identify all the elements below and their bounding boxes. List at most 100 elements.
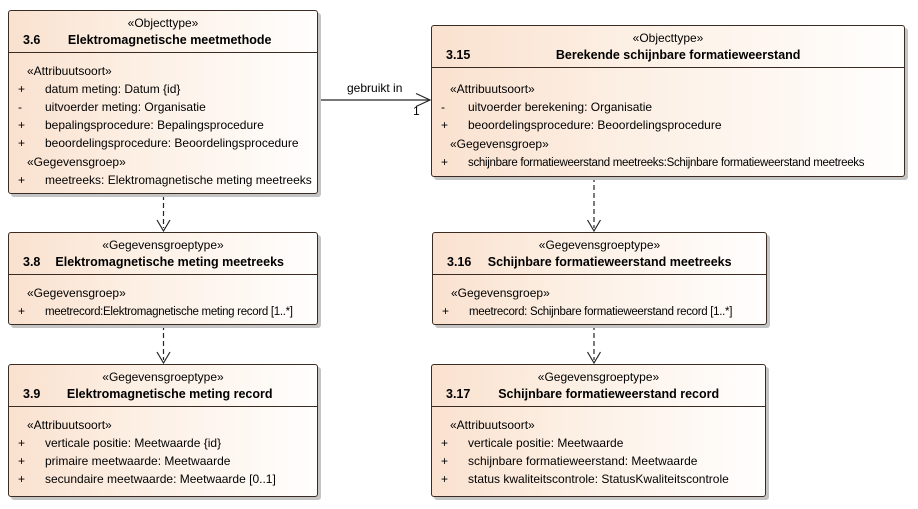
visibility-symbol: +: [442, 304, 450, 318]
box-title: Elektromagnetische meetmethode: [67, 33, 272, 47]
stereotype-label: «Gegevensgroeptype»: [102, 370, 224, 384]
visibility-symbol: +: [441, 436, 449, 450]
attribute-row: + schijnbare formatieweerstand: Meetwaar…: [438, 454, 761, 468]
box-header: «Gegevensgroeptype» 3.17 Schijnbare form…: [432, 365, 765, 407]
box-body: «Attribuutsoort» + verticale positie: Me…: [9, 407, 317, 494]
visibility-symbol: +: [18, 436, 26, 450]
box-body: «Attribuutsoort» + datum meting: Datum {…: [9, 53, 317, 195]
attribute-text: meetrecord:Elektromagnetische meting rec…: [45, 306, 293, 318]
box-header: «Objecttype» 3.15 Berekende schijnbare f…: [432, 26, 904, 68]
section-heading: «Gegevensgroep»: [451, 286, 550, 300]
attribute-text: secundaire meetwaarde: Meetwaarde [0..1]: [45, 472, 276, 486]
attribute-text: beoordelingsprocedure: Beoordelingsproce…: [45, 136, 299, 150]
attribute-row: + beoordelingsprocedure: Beoordelingspro…: [15, 136, 313, 150]
attribute-text: primaire meetwaarde: Meetwaarde: [45, 454, 231, 468]
box-title: Schijnbare formatieweerstand record: [498, 387, 720, 401]
attribute-row: + beoordelingsprocedure: Beoordelingspro…: [438, 118, 900, 132]
attribute-row: + meetrecord: Schijnbare formatieweersta…: [439, 304, 762, 319]
section-heading: «Gegevensgroep»: [27, 155, 126, 169]
attribute-row: + primaire meetwaarde: Meetwaarde: [15, 454, 313, 468]
visibility-symbol: +: [18, 454, 26, 468]
visibility-symbol: +: [18, 136, 26, 150]
visibility-symbol: +: [18, 173, 26, 187]
attribute-text: beoordelingsprocedure: Beoordelingsproce…: [468, 118, 722, 132]
visibility-symbol: -: [441, 100, 445, 114]
attribute-text: schijnbare formatieweerstand: Meetwaarde: [468, 454, 698, 468]
dependency-3-16-to-3-17[interactable]: [586, 325, 602, 365]
box-number: 3.15: [446, 48, 471, 62]
attribute-row: + schijnbare formatieweerstand meetreeks…: [438, 155, 900, 170]
dependency-3-15-to-3-16[interactable]: [586, 177, 602, 233]
dependency-3-6-to-3-8[interactable]: [156, 195, 171, 233]
visibility-symbol: -: [18, 100, 22, 114]
attribute-row: + datum meting: Datum {id}: [15, 82, 313, 96]
box-title: Elektromagnetische meting meetreeks: [55, 255, 284, 269]
box-header: «Objecttype» 3.6 Elektromagnetische meet…: [9, 11, 317, 53]
box-header: «Gegevensgroeptype» 3.9 Elektromagnetisc…: [9, 365, 317, 407]
open-arrowhead-icon: [415, 92, 432, 108]
section-heading: «Attribuutsoort»: [450, 418, 535, 432]
open-v-arrowhead-icon: [156, 219, 171, 233]
class-box-3-16[interactable]: «Gegevensgroeptype» 3.16 Schijnbare form…: [432, 232, 767, 325]
section-heading: «Attribuutsoort»: [450, 82, 535, 96]
attribute-row: + verticale positie: Meetwaarde {id}: [15, 436, 313, 450]
attribute-text: datum meting: Datum {id}: [45, 82, 181, 96]
class-box-3-17[interactable]: «Gegevensgroeptype» 3.17 Schijnbare form…: [431, 364, 766, 497]
section-heading: «Gegevensgroep»: [27, 286, 126, 300]
attribute-row: + bepalingsprocedure: Bepalingsprocedure: [15, 118, 313, 132]
stereotype-label: «Gegevensgroeptype»: [537, 370, 660, 384]
association-gebruikt-in[interactable]: [318, 92, 432, 108]
attribute-text: verticale positie: Meetwaarde {id}: [45, 436, 222, 450]
open-v-arrowhead-icon: [156, 351, 171, 365]
attribute-row: + secundaire meetwaarde: Meetwaarde [0..…: [15, 472, 313, 486]
association-label: gebruikt in: [347, 81, 403, 95]
visibility-symbol: +: [18, 82, 26, 96]
stereotype-label: «Gegevensgroeptype»: [538, 238, 661, 252]
box-body: «Gegevensgroep» + meetrecord:Elektromagn…: [9, 275, 317, 327]
visibility-symbol: +: [18, 472, 26, 486]
attribute-text: meetrecord: Schijnbare formatieweerstand…: [469, 306, 733, 318]
box-body: «Gegevensgroep» + meetrecord: Schijnbare…: [433, 275, 766, 327]
visibility-symbol: +: [441, 454, 449, 468]
box-body: «Attribuutsoort» + verticale positie: Me…: [432, 407, 765, 494]
section-heading: «Attribuutsoort»: [27, 64, 112, 78]
visibility-symbol: +: [18, 304, 26, 318]
stereotype-label: «Gegevensgroeptype»: [102, 238, 224, 252]
section-heading: «Gegevensgroep»: [450, 137, 549, 151]
box-title: Elektromagnetische meting record: [66, 387, 273, 401]
visibility-symbol: +: [441, 472, 449, 486]
visibility-symbol: +: [441, 118, 449, 132]
attribute-row: + verticale positie: Meetwaarde: [438, 436, 761, 450]
box-number: 3.16: [447, 255, 472, 269]
stereotype-label: «Objecttype»: [632, 31, 704, 45]
visibility-symbol: +: [18, 118, 26, 132]
class-box-3-8[interactable]: «Gegevensgroeptype» 3.8 Elektromagnetisc…: [8, 232, 318, 325]
attribute-row: + meetreeks: Elektromagnetische meting m…: [15, 173, 313, 187]
attribute-text: status kwaliteitscontrole: StatusKwalite…: [468, 472, 729, 486]
association-multiplicity: 1: [413, 104, 420, 118]
attribute-text: meetreeks: Elektromagnetische meting mee…: [45, 173, 312, 187]
open-v-arrowhead-icon: [586, 351, 602, 365]
stereotype-label: «Objecttype»: [127, 16, 199, 30]
class-box-3-15[interactable]: «Objecttype» 3.15 Berekende schijnbare f…: [431, 25, 905, 177]
section-heading: «Attribuutsoort»: [27, 418, 112, 432]
attribute-text: verticale positie: Meetwaarde: [468, 436, 624, 450]
open-v-arrowhead-icon: [586, 219, 602, 233]
attribute-row: + status kwaliteitscontrole: StatusKwali…: [438, 472, 761, 486]
box-header: «Gegevensgroeptype» 3.16 Schijnbare form…: [433, 233, 766, 275]
box-number: 3.9: [23, 387, 41, 401]
box-header: «Gegevensgroeptype» 3.8 Elektromagnetisc…: [9, 233, 317, 275]
box-number: 3.8: [23, 255, 41, 269]
box-body: «Attribuutsoort» - uitvoerder berekening…: [432, 68, 904, 178]
attribute-text: uitvoerder berekening: Organisatie: [468, 100, 653, 114]
class-box-3-9[interactable]: «Gegevensgroeptype» 3.9 Elektromagnetisc…: [8, 364, 318, 497]
class-box-3-6[interactable]: «Objecttype» 3.6 Elektromagnetische meet…: [8, 10, 318, 194]
box-title: Schijnbare formatieweerstand meetreeks: [487, 255, 732, 269]
attribute-row: - uitvoerder meting: Organisatie: [15, 100, 313, 114]
attribute-row: - uitvoerder berekening: Organisatie: [438, 100, 900, 114]
dependency-3-8-to-3-9[interactable]: [156, 325, 171, 365]
visibility-symbol: +: [441, 155, 449, 169]
attribute-text: schijnbare formatieweerstand meetreeks:S…: [468, 157, 865, 169]
